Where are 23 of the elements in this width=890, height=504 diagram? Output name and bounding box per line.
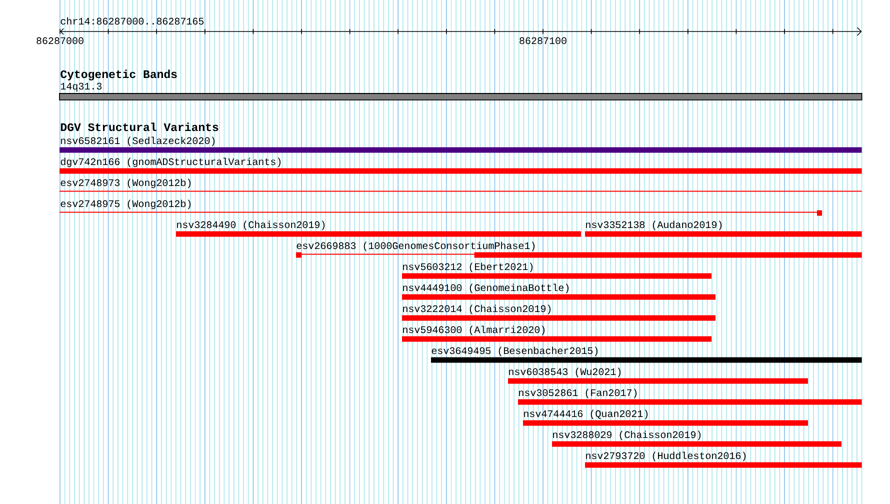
tick-label: 86287100	[520, 37, 566, 44]
variant-label: dgv742n166 (gnomADStructuralVariants)	[60, 158, 281, 168]
band-label: 14q31.3	[60, 82, 102, 92]
variant-label: nsv2793720 (Huddleston2016)	[586, 452, 746, 462]
variant-label: nsv3352138 (Audano2019)	[586, 220, 722, 230]
variant-label: nsv3284490 (Chaisson2019)	[177, 220, 325, 230]
tick-label: 86287000	[36, 37, 84, 44]
variant-label: nsv3222014 (Chaisson2019)	[403, 304, 551, 314]
variant-label: esv2748975 (Wong2012b)	[60, 200, 191, 210]
variant-label: nsv6038543 (Wu2021)	[509, 368, 621, 378]
track-heading: DGV Structural Variants	[60, 122, 218, 132]
variant-label: nsv6582161 (Sedlazeck2020)	[61, 136, 215, 146]
variant-label: esv2669883 (1000GenomesConsortiumPhase1)	[296, 242, 535, 252]
track-heading: Cytogenetic Bands	[60, 70, 177, 80]
location-label: chr14:86287000..86287165	[60, 17, 204, 25]
variant-label: nsv4744416 (Quan2021)	[524, 410, 648, 420]
variant-label: esv2748973 (Wong2012b)	[60, 178, 191, 188]
variant-label: nsv3288029 (Chaisson2019)	[553, 430, 701, 440]
variant-label: nsv4449100 (GenomeinaBottle)	[403, 284, 569, 294]
variant-label: esv3649495 (Besenbacher2015)	[432, 346, 598, 356]
variant-label: nsv3052861 (Fan2017)	[519, 388, 637, 398]
variant-label: nsv5946300 (Almarri2020)	[403, 326, 545, 336]
variant-label: nsv5603212 (Ebert2021)	[403, 262, 533, 272]
